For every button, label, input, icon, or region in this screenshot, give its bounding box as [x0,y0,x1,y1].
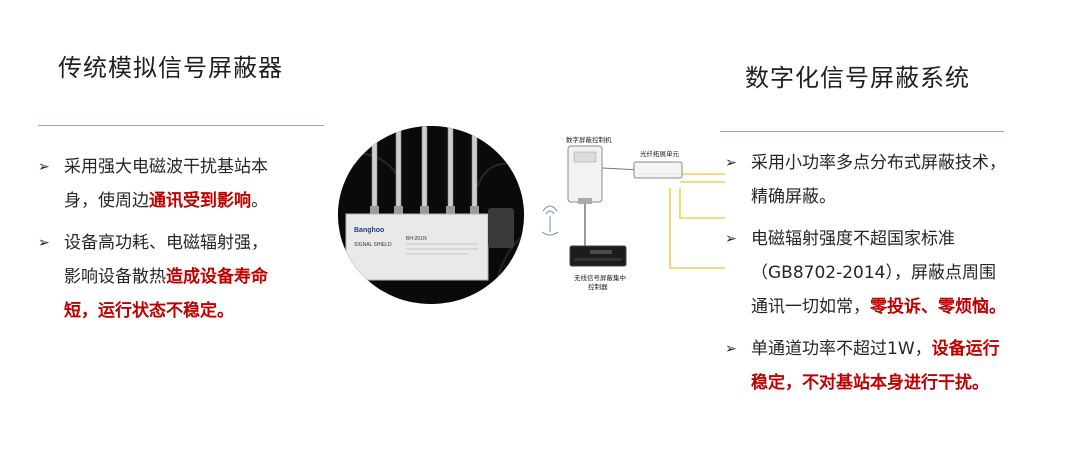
bullet-line: 采用小功率多点分布式屏蔽技术， [751,146,1063,180]
arrow-bullet-icon: ➢ [725,341,737,357]
bullet-line: 稳定，不对基站本身进行干扰。 [751,366,1063,400]
highlight-text: 稳定，不对基站本身进行干扰。 [751,373,989,393]
bullet-line: 精确屏蔽。 [751,180,1063,214]
left-title: 传统模拟信号屏蔽器 [58,54,283,82]
body-text: 采用强大电磁波干扰基站本 [64,157,268,177]
right-bullet-3: ➢ 单通道功率不超过1W，设备运行稳定，不对基站本身进行干扰。 [723,332,1063,400]
arrow-bullet-icon: ➢ [38,159,50,175]
right-bullet-list: ➢ 采用小功率多点分布式屏蔽技术， 精确屏蔽。 ➢ 电磁辐射强度不超国家标准 （GB870… [723,146,1063,408]
body-text: 精确屏蔽。 [751,187,836,207]
left-bullet-2: ➢ 设备高功耗、电磁辐射强， 影响设备散热造成设备寿命短，运行状态不稳定。 [36,226,326,328]
diagram-bottom-label-2: 控制器 [588,282,608,291]
body-text: 电磁辐射强度不超国家标准 [751,229,955,249]
body-text: 单通道功率不超过1W， [751,339,932,359]
central-controller-box [569,245,627,267]
bullet-line: （GB8702-2014），屏蔽点周围 [751,256,1063,290]
system-topology: 数字屏蔽控制机 光纤拓展单元 无线信号屏蔽集中 控制器 [541,135,725,291]
signal-lines [669,173,725,269]
body-text: 采用小功率多点分布式屏蔽技术， [751,153,1006,173]
photo-brand: Banghoo [354,227,384,234]
jammer-photo: Banghoo SIGNAL SHIELD BH-201N [338,126,524,304]
diagram-bottom-label-1: 无线信号屏蔽集中 [574,273,626,282]
right-title: 数字化信号屏蔽系统 [745,64,970,92]
arrow-bullet-icon: ➢ [38,235,50,251]
bullet-line: 采用强大电磁波干扰基站本 [64,150,326,184]
bullet-line: 单通道功率不超过1W，设备运行 [751,332,1063,366]
highlight-text: 造成设备寿命 [166,267,268,287]
highlight-text: 零投诉、零烦恼。 [870,297,1006,317]
fiber-unit-box [633,161,683,179]
bullet-line: 通讯一切如常，零投诉、零烦恼。 [751,290,1063,324]
photo-model: BH-201N [406,236,427,242]
left-bullet-1: ➢采用强大电磁波干扰基站本身，使周边通讯受到影响。 [36,150,326,218]
body-text: 通讯一切如常， [751,297,870,317]
body-text: 。 [251,191,268,211]
body-text: 设备高功耗、电磁辐射强， [64,233,268,253]
wifi-icon [541,205,559,236]
highlight-text: 设备运行 [931,339,1000,359]
right-bullet-1: ➢ 采用小功率多点分布式屏蔽技术， 精确屏蔽。 [723,146,1063,214]
body-text: （GB8702-2014），屏蔽点周围 [751,263,996,283]
bullet-line: 影响设备散热造成设备寿命 [64,260,326,294]
bullet-line: 电磁辐射强度不超国家标准 [751,222,1063,256]
system-diagram: 数字屏蔽控制机 光纤拓展单元 无线信号屏蔽集中 控制器 [530,128,730,303]
diagram-top-label: 数字屏蔽控制机 [566,135,612,144]
diagram-bottom-label: 无线信号屏蔽集中 控制器 [574,273,628,291]
body-text: 身，使周边 [64,191,149,211]
arrow-bullet-icon: ➢ [725,155,737,171]
photo-label: SIGNAL SHIELD [354,242,392,248]
bullet-line: 设备高功耗、电磁辐射强， [64,226,326,260]
bullet-line: 身，使周边通讯受到影响。 [64,184,326,218]
bullet-line: 短，运行状态不稳定。 [64,294,326,328]
left-title-rule [38,125,324,126]
left-bullet-list: ➢采用强大电磁波干扰基站本身，使周边通讯受到影响。➢设备高功耗、电磁辐射强，影响… [36,150,326,336]
right-title-rule [720,131,1004,132]
highlight-text: 短，运行状态不稳定。 [64,301,234,321]
diagram-right-label: 光纤拓展单元 [640,149,680,158]
body-text: 影响设备散热 [64,267,166,287]
right-bullet-2: ➢电磁辐射强度不超国家标准（GB8702-2014），屏蔽点周围通讯一切如常，零… [723,222,1063,324]
highlight-text: 通讯受到影响 [149,191,251,211]
arrow-bullet-icon: ➢ [725,231,737,247]
jammer-device-illustration: Banghoo SIGNAL SHIELD BH-201N [338,126,524,304]
